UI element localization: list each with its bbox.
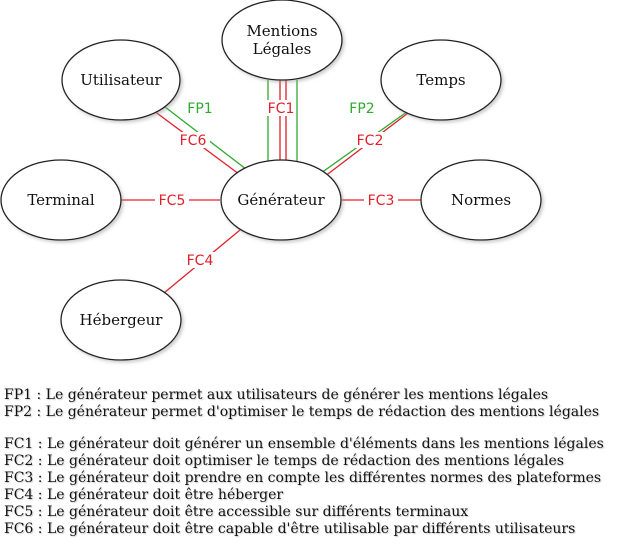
node-temps: Temps (380, 39, 502, 121)
function-diagram: Mentions Légales Utilisateur Temps Termi… (0, 0, 542, 361)
legend-fc4: FC4 : Le générateur doit être héberger (4, 487, 284, 503)
legend-fc3: FC3 : Le générateur doit prendre en comp… (4, 470, 602, 486)
fc4-label: FC4 (187, 253, 214, 269)
node-hebergeur-label: Hébergeur (80, 311, 164, 329)
fc6-label: FC6 (180, 133, 207, 149)
node-generateur: Générateur (220, 159, 342, 241)
node-normes: Normes (420, 159, 542, 241)
legend-fc1: FC1 : Le générateur doit générer un ense… (4, 436, 604, 452)
legend: FP1 : Le générateur permet aux utilisate… (4, 387, 628, 538)
legend-fp2: FP2 : Le générateur permet d'optimiser l… (4, 404, 600, 420)
node-generateur-label: Générateur (237, 191, 325, 209)
fc2-label: FC2 (357, 133, 384, 149)
node-utilisateur-label: Utilisateur (80, 71, 162, 89)
node-hebergeur: Hébergeur (60, 279, 182, 361)
legend-fc5: FC5 : Le générateur doit être accessible… (4, 504, 469, 520)
node-terminal: Terminal (0, 159, 122, 241)
node-mentions-label-1: Mentions (246, 22, 317, 40)
legend-fp1: FP1 : Le générateur permet aux utilisate… (4, 387, 549, 403)
fc5-label: FC5 (159, 193, 186, 209)
node-temps-label: Temps (416, 71, 465, 89)
legend-fc6: FC6 : Le générateur doit être capable d'… (4, 521, 576, 537)
fc1-label: FC1 (268, 101, 295, 117)
node-utilisateur: Utilisateur (61, 39, 181, 121)
function-labels: FC1 FP1 FP2 FC6 FC2 FC5 FC3 FC4 (155, 100, 398, 269)
node-mentions: Mentions Légales (221, 0, 343, 81)
node-terminal-label: Terminal (27, 191, 95, 209)
fc3-label: FC3 (368, 193, 395, 209)
node-mentions-label-2: Légales (253, 40, 312, 58)
legend-fc2: FC2 : Le générateur doit optimiser le te… (4, 453, 564, 469)
fp1-label: FP1 (187, 101, 212, 117)
node-normes-label: Normes (451, 191, 511, 209)
legend-gap (4, 421, 628, 436)
fp2-label: FP2 (349, 101, 374, 117)
